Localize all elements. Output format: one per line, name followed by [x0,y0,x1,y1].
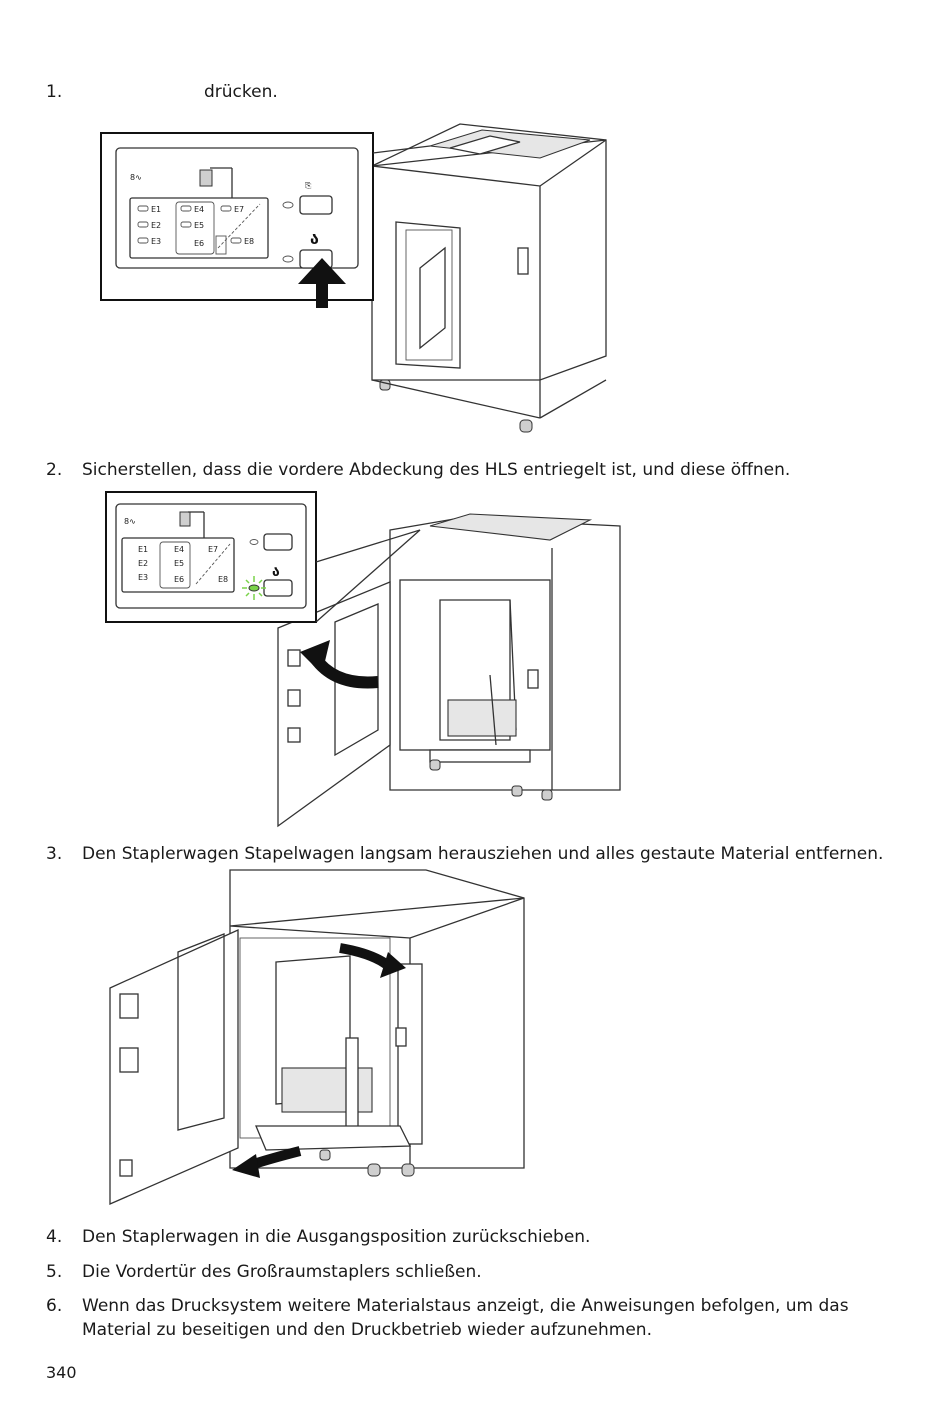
step-text: Den Staplerwagen in die Ausgangsposition… [82,1227,591,1247]
step-number: 6. [46,1296,63,1316]
label-e2: E2 [151,221,161,230]
label-e2: E2 [138,559,148,568]
step-text: Sicherstellen, dass die vordere Abdeckun… [82,460,791,480]
label-e1: E1 [138,545,148,554]
label-e7: E7 [208,545,218,554]
unlock-icon: ა [272,564,280,580]
step-number: 4. [46,1227,63,1247]
step-number: 1. [46,82,63,102]
step-text-line-1: Wenn das Drucksystem weitere Materialsta… [82,1296,849,1316]
label-e7: E7 [234,205,244,214]
step-number: 2. [46,460,63,480]
label-e8: E8 [244,237,254,246]
jam-symbol: 8∿ [130,173,142,182]
label-e6: E6 [174,575,184,584]
label-e4: E4 [174,545,184,554]
eject-button[interactable] [263,533,293,551]
stacker-illustration-2: 8∿ E1 E2 E3 E4 E5 E6 E7 E8 ა [105,491,621,828]
stacker-illustration-1: 8∿ E1 E2 E3 E4 E5 E6 E7 E8 ⎘ ა [100,123,607,433]
stacker-illustration-3 [109,869,525,1205]
step-number: 5. [46,1262,63,1282]
step-text: Die Vordertür des Großraumstaplers schli… [82,1262,482,1282]
panel-row-1: E1 E2 E3 [137,205,161,246]
page-number: 340 [46,1363,77,1382]
label-e3: E3 [151,237,161,246]
label-e3: E3 [138,573,148,582]
label-e8: E8 [218,575,228,584]
label-e4: E4 [194,205,204,214]
eject-icon: ⎘ [305,181,312,190]
step-text: drücken. [204,82,278,102]
svg-text:8∿: 8∿ [124,517,136,526]
unlock-button[interactable] [263,579,293,597]
pull-arrow-top [380,952,406,978]
step-number: 3. [46,844,63,864]
label-e5: E5 [194,221,204,230]
unlock-led-lit [248,584,260,592]
label-e1: E1 [151,205,161,214]
step-text: Den Staplerwagen Stapelwagen langsam her… [82,844,884,864]
press-arrow [298,258,346,308]
pull-arrow-bottom [232,1154,260,1178]
step-text-line-2: Material zu beseitigen und den Druckbetr… [82,1320,652,1340]
figure-open-front-door: 8∿ E1 E2 E3 E4 E5 E6 E7 E8 ა [100,490,630,830]
label-e5: E5 [174,559,184,568]
figure-unlock-button: 8∿ E1 E2 E3 E4 E5 E6 E7 E8 ⎘ ა [100,118,620,438]
eject-button[interactable] [299,195,333,215]
unlock-icon: ა [310,229,319,248]
label-e6: E6 [194,239,204,248]
open-arrow [300,640,330,674]
figure-pull-out-cart [100,868,540,1213]
